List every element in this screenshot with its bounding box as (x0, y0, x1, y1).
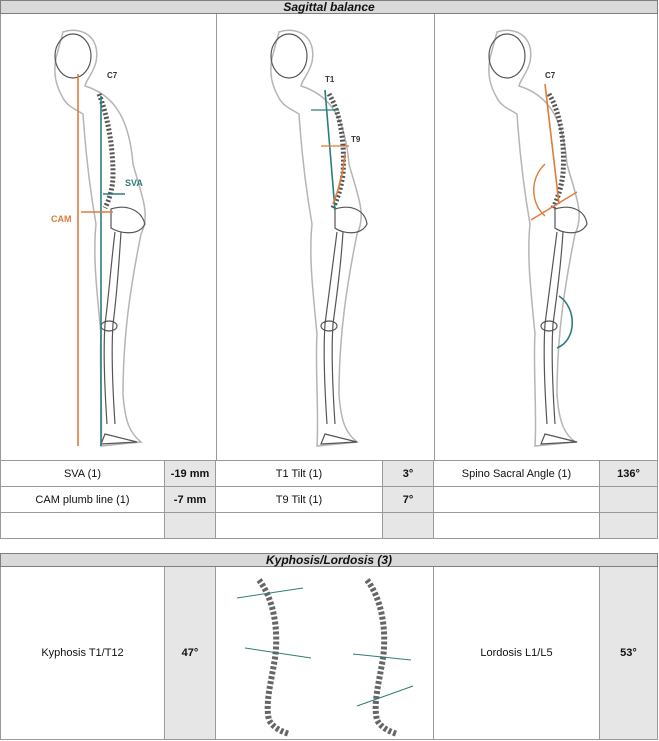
t9-tilt-value: 7° (383, 487, 434, 513)
empty-value-r1c3 (600, 487, 658, 513)
t1-tilt-value: 3° (383, 461, 434, 487)
sagittal-balance-header: Sagittal balance (0, 0, 658, 14)
sva-value: -19 mm (165, 461, 216, 487)
label-c7-third: C7 (545, 71, 556, 80)
lordosis-value: 53° (600, 567, 658, 740)
spine-diagrams (216, 567, 434, 740)
sva-label: SVA (1) (1, 461, 165, 487)
kyphosis-lordosis-header: Kyphosis/Lordosis (3) (0, 553, 658, 567)
kyphosis-lordosis-section: Kyphosis T1/T12 47° Lordosis L1/L5 53° (0, 567, 658, 740)
t9-tilt-label: T9 Tilt (1) (216, 487, 383, 513)
label-c7: C7 (107, 71, 118, 80)
empty-value-r2c1 (165, 513, 216, 539)
label-cam: CAM (51, 214, 72, 224)
empty-value-r2c3 (600, 513, 658, 539)
spino-sacral-angle-value: 136° (600, 461, 658, 487)
empty-label-r2c1 (1, 513, 165, 539)
sagittal-measurements-table: SVA (1) -19 mm T1 Tilt (1) 3° Spino Sacr… (0, 460, 658, 539)
kyphosis-value: 47° (165, 567, 216, 740)
empty-label-r1c3 (434, 487, 600, 513)
spino-sacral-angle-label: Spino Sacral Angle (1) (434, 461, 600, 487)
figure-area: C7 SVA CAM T1 T9 (0, 14, 658, 460)
cam-plumb-line-value: -7 mm (165, 487, 216, 513)
figure-sva-cam: C7 SVA CAM (51, 29, 146, 447)
label-t1: T1 (325, 75, 335, 84)
kyphosis-label: Kyphosis T1/T12 (1, 567, 165, 740)
label-sva: SVA (125, 178, 143, 188)
empty-value-r2c2 (383, 513, 434, 539)
empty-label-r2c2 (216, 513, 383, 539)
lordosis-label: Lordosis L1/L5 (434, 567, 600, 740)
figure-spino-sacral-angle: C7 (488, 29, 588, 447)
spine-diagrams-svg (236, 578, 413, 737)
kyphosis-lordosis-title: Kyphosis/Lordosis (3) (265, 553, 393, 567)
t1-tilt-label: T1 Tilt (1) (216, 461, 383, 487)
empty-label-r2c3 (434, 513, 600, 539)
sagittal-balance-title: Sagittal balance (283, 0, 375, 14)
figure-t1-t9-tilt: T1 T9 (270, 29, 368, 447)
cam-plumb-line-label: CAM plumb line (1) (1, 487, 165, 513)
label-t9: T9 (351, 135, 361, 144)
